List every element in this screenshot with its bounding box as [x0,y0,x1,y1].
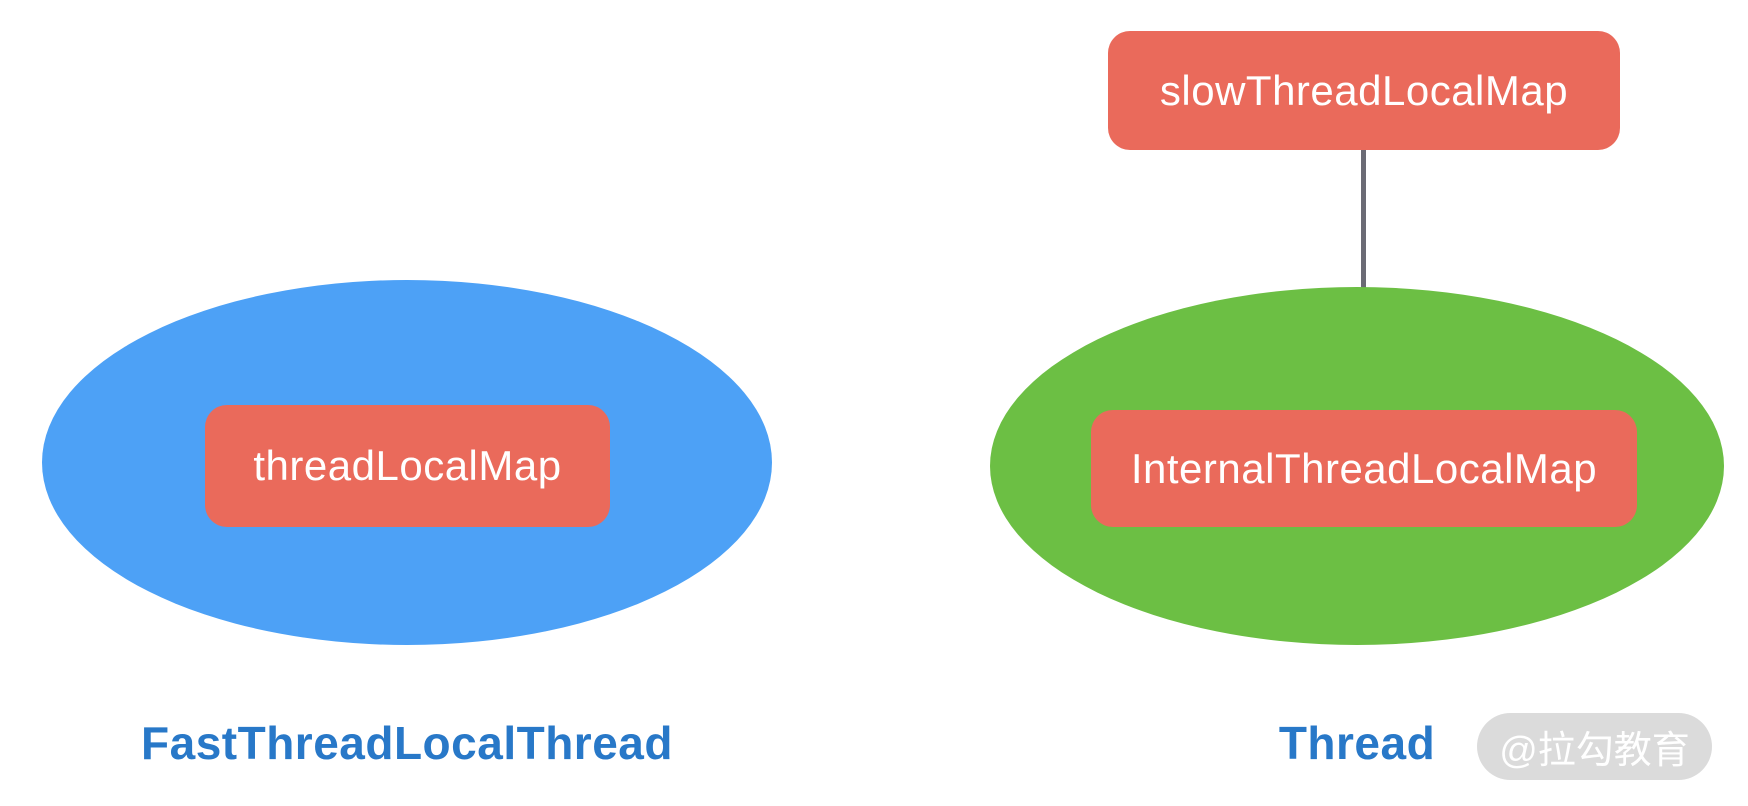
slow-thread-local-map-label: slowThreadLocalMap [1159,66,1569,114]
down-arrow-line [1361,150,1366,374]
internal-thread-local-map-label: InternalThreadLocalMap [1130,444,1598,492]
fast-thread-local-thread-caption: FastThreadLocalThread [141,717,673,769]
thread-local-map-box: threadLocalMap [205,405,610,527]
internal-thread-local-map-box: InternalThreadLocalMap [1091,410,1637,527]
thread-local-map-label: threadLocalMap [253,442,562,489]
slow-thread-local-map-box: slowThreadLocalMap [1108,31,1620,150]
thread-caption: Thread [1278,717,1436,769]
watermark-badge: @拉勾教育 [1477,713,1712,780]
